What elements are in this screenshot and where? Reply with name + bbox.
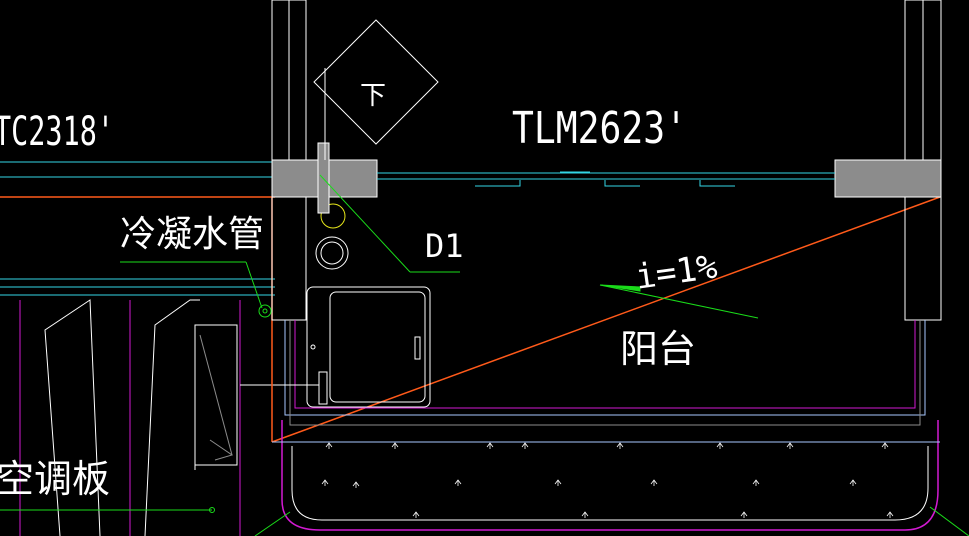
- stair-diamond: [313, 19, 439, 160]
- drain-label: D1: [425, 227, 464, 265]
- balcony-label: 阳台: [620, 327, 696, 371]
- balcony-hatch: [321, 442, 894, 518]
- leader-lines: [0, 174, 969, 536]
- walls: [271, 0, 942, 321]
- stair-mark-label: 下: [360, 81, 386, 111]
- balcony-outline: [272, 320, 940, 531]
- pipes: [258, 142, 349, 318]
- door-opening-lines: [377, 171, 835, 187]
- left-window-lines: [0, 161, 275, 296]
- labels: TC2318' TLM2623' 下 冷凝水管 D1 i=1% 阳台 空调板: [0, 81, 720, 501]
- ac-board-label: 空调板: [0, 457, 110, 501]
- ac-unit: [194, 324, 238, 466]
- washing-machine: [280, 286, 431, 408]
- door-tag-label: TLM2623': [512, 103, 687, 154]
- window-tag-label: TC2318': [0, 109, 114, 155]
- slope-label: i=1%: [633, 247, 720, 298]
- condensate-pipe-label: 冷凝水管: [120, 214, 264, 255]
